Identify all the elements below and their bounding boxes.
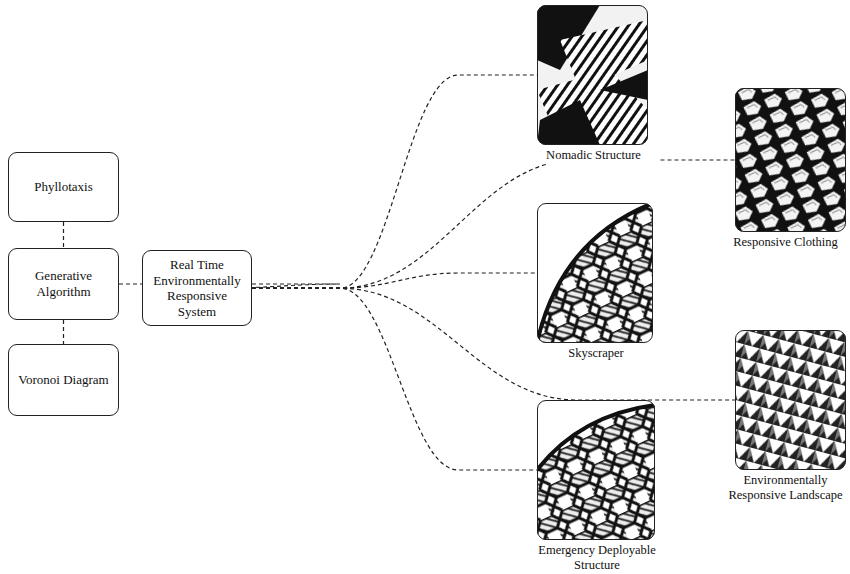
image-caption: Skyscraper: [528, 345, 664, 362]
application-image: Nomadic Structure: [537, 5, 648, 145]
application-image: Environmentally Responsive Landscape: [735, 330, 846, 470]
image-caption: Environmentally Responsive Landscape: [725, 472, 846, 504]
application-image: Responsive Clothing: [735, 88, 846, 232]
application-image: Emergency Deployable Structure: [537, 400, 655, 540]
concept-box: Generative Algorithm: [8, 248, 119, 320]
image-caption: Responsive Clothing: [725, 234, 846, 251]
image-caption: Nomadic Structure: [528, 147, 659, 164]
dashed-connector: [252, 160, 735, 288]
box-label: Voronoi Diagram: [18, 372, 108, 388]
concept-box: Voronoi Diagram: [8, 344, 119, 416]
concept-box: Phyllotaxis: [8, 152, 119, 222]
dashed-connector: [252, 288, 537, 470]
dashed-connector: [252, 288, 735, 400]
dashed-connector: [252, 75, 537, 288]
dashed-connector: [63, 222, 64, 248]
box-label: Generative Algorithm: [15, 268, 112, 299]
application-image: Skyscraper: [537, 203, 653, 343]
dashed-connector: [252, 273, 537, 288]
box-label: Phyllotaxis: [34, 179, 93, 195]
image-caption: Emergency Deployable Structure: [528, 542, 666, 574]
system-box: Real Time Environmentally Responsive Sys…: [142, 250, 252, 326]
dashed-connector: [63, 320, 64, 344]
box-label: Real Time Environmentally Responsive Sys…: [149, 257, 245, 319]
